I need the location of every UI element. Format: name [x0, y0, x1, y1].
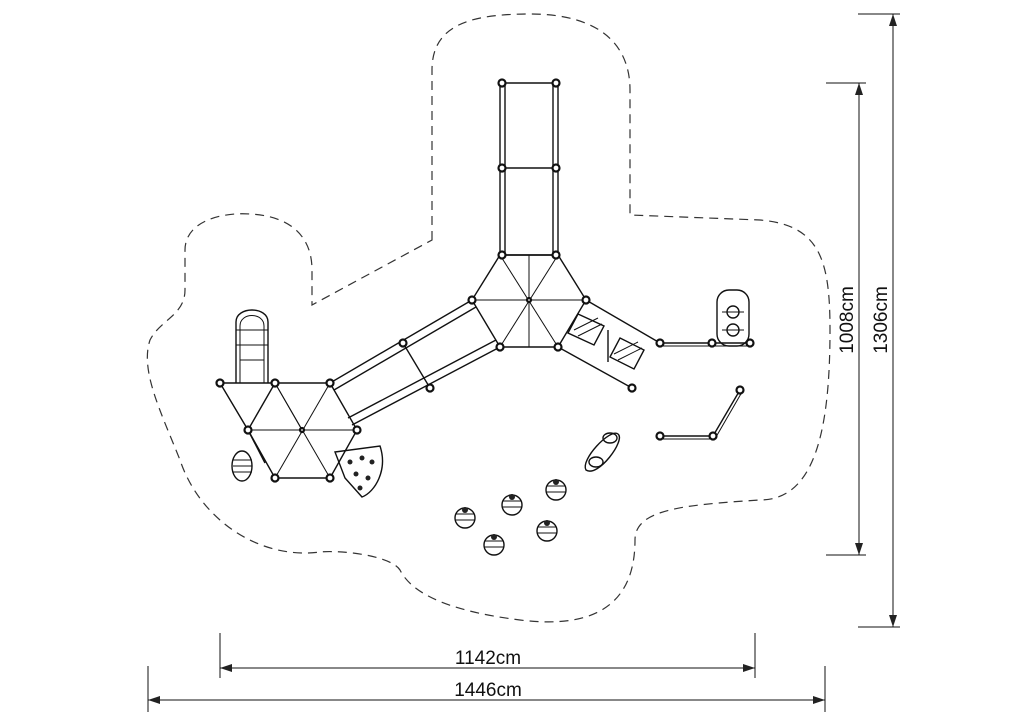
stepping-stone [454, 507, 476, 529]
connection-nodes [215, 78, 755, 483]
dimension-inner-width: 1142cm [219, 633, 756, 678]
safety-zone-outline [146, 13, 831, 623]
vertical-tunnel [499, 82, 559, 256]
stepping-stones [454, 479, 567, 556]
stepping-stone [483, 534, 505, 556]
spring-rider [231, 429, 266, 482]
outer-width-label: 1446cm [454, 680, 522, 701]
dimension-outer-height: 1306cm [858, 13, 900, 628]
rocker [584, 432, 621, 472]
slide [235, 309, 269, 383]
stepping-stone [545, 479, 567, 501]
dimension-outer-width: 1446cm [147, 666, 826, 712]
left-hexagon [218, 382, 358, 479]
outer-height-label: 1306cm [871, 286, 892, 354]
inner-width-label: 1142cm [455, 648, 521, 669]
stepping-stone [501, 494, 523, 516]
inner-height-label: 1008cm [837, 286, 858, 354]
right-arm [557, 299, 661, 389]
stepping-stone [536, 520, 558, 542]
dimension-inner-height: 1008cm [826, 82, 866, 556]
climbing-wall [334, 445, 384, 498]
diagonal-tunnel [329, 299, 501, 426]
play-panel [716, 289, 750, 347]
balance-beam [660, 389, 743, 440]
